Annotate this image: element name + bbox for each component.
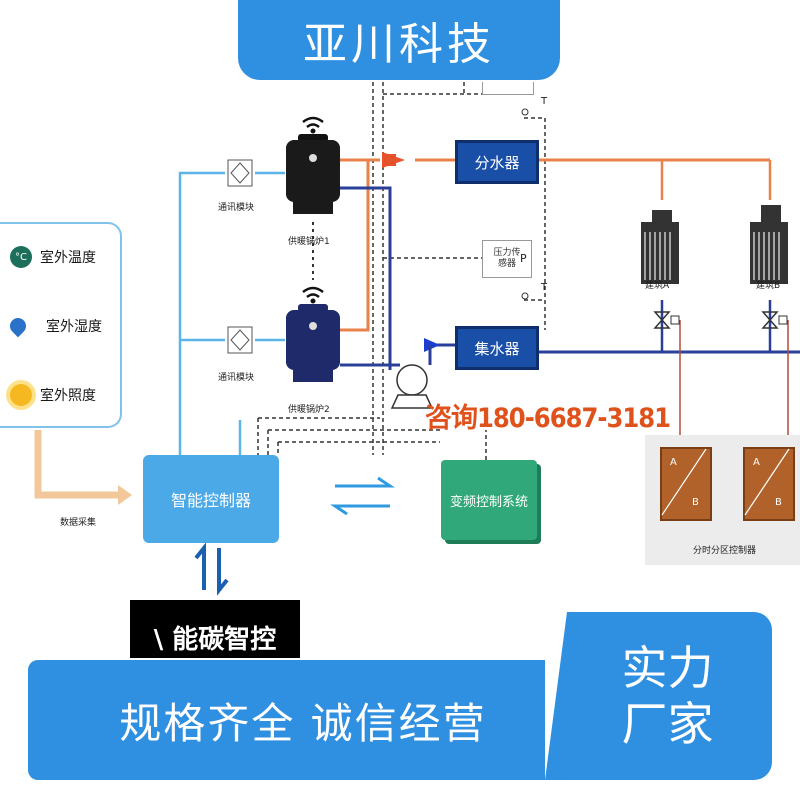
outdoor-sensor-panel: °C 室外温度 室外湿度 室外照度 xyxy=(0,222,122,428)
sensor-label: 室外温度 xyxy=(40,250,96,266)
brand-title: 亚川科技 xyxy=(303,19,495,70)
smart-controller-label: 智能控制器 xyxy=(170,491,251,510)
comm-module-icon xyxy=(227,159,253,187)
pressure-sensor-label: 压力传感器 xyxy=(493,248,521,269)
zone-divider-icon xyxy=(744,448,790,516)
building-b-label: 建筑B xyxy=(756,281,781,291)
supply-manifold-label: 分水器 xyxy=(474,153,520,172)
bidirectional-arrow xyxy=(194,542,206,590)
sensor-box-top xyxy=(482,82,534,95)
company-logo: \ 能碳智控 xyxy=(130,600,300,658)
building-a-label: 建筑A xyxy=(645,281,670,291)
return-manifold-label: 集水器 xyxy=(474,339,520,358)
valve-actuator-icon xyxy=(670,315,680,325)
smart-controller: 智能控制器 xyxy=(143,455,279,543)
slogan-right-line2: 厂家 xyxy=(621,697,714,751)
pressure-sensor-box: 压力传感器 xyxy=(482,240,532,278)
slogan-left-text: 规格齐全 诚信经营 xyxy=(119,698,487,748)
sun-icon xyxy=(10,384,32,406)
data-collection-label: 数据采集 xyxy=(60,518,97,528)
boiler-1-label: 供暖锅炉1 xyxy=(288,237,330,247)
sensor-row-humidity: 室外湿度 xyxy=(6,314,102,338)
vfd-control-system: 变频控制系统 xyxy=(441,460,537,540)
temp-sensor-icon xyxy=(521,292,529,300)
comm-module-2-label: 通讯模块 xyxy=(218,373,255,383)
building-b-icon xyxy=(750,205,788,284)
zone-controller-panel: A B A B 分时分区控制器 xyxy=(645,435,800,565)
slogan-banner-right: 实力 厂家 xyxy=(545,612,772,780)
zone-a-label: A xyxy=(753,457,760,468)
temp-symbol-return: T xyxy=(541,282,548,293)
temp-symbol-supply: T xyxy=(541,96,548,107)
pump-icon xyxy=(390,364,434,409)
valve-icon xyxy=(653,311,671,329)
signal-line xyxy=(178,171,225,455)
vfd-control-system-label: 变频控制系统 xyxy=(449,494,528,510)
comm-module-icon xyxy=(227,326,253,354)
bidirectional-arrow xyxy=(335,476,395,488)
boiler-2-icon xyxy=(286,286,340,382)
slogan-banner-left: 规格齐全 诚信经营 xyxy=(28,660,578,780)
sensor-row-temperature: °C 室外温度 xyxy=(10,246,96,268)
contact-phone: 咨询180-6687-3181 xyxy=(425,403,671,434)
flow-arrow-icon xyxy=(382,154,396,166)
sensor-label: 室外照度 xyxy=(40,388,96,404)
supply-pipe xyxy=(340,160,370,332)
zone-b-label: B xyxy=(692,497,699,508)
return-manifold: 集水器 xyxy=(455,326,539,370)
return-pipe xyxy=(340,186,392,370)
comm-module-1-label: 通讯模块 xyxy=(218,203,255,213)
boiler-1-icon xyxy=(286,116,340,214)
zone-box-2: A B xyxy=(743,447,795,521)
temp-sensor-icon xyxy=(521,108,529,116)
slogan-divider xyxy=(545,612,567,780)
boiler-2-label: 供暖锅炉2 xyxy=(288,405,330,415)
thermometer-icon: °C xyxy=(10,246,32,268)
sensor-row-illuminance: 室外照度 xyxy=(10,384,96,406)
data-collection-arrow xyxy=(34,430,118,499)
valve-icon xyxy=(761,311,779,329)
zone-controller-label: 分时分区控制器 xyxy=(693,546,757,556)
bidirectional-arrow xyxy=(217,548,229,596)
zone-b-label: B xyxy=(775,497,782,508)
valve-actuator-icon xyxy=(778,315,788,325)
data-collection-arrow-head xyxy=(118,485,132,505)
sensor-label: 室外湿度 xyxy=(46,319,102,335)
slogan-right-line1: 实力 xyxy=(621,641,714,695)
pressure-symbol: P xyxy=(520,252,527,265)
zone-divider-icon xyxy=(661,448,707,516)
building-a-icon xyxy=(641,210,679,284)
logo-text: \ 能碳智控 xyxy=(153,625,277,655)
humidity-drop-icon xyxy=(6,314,30,338)
supply-manifold: 分水器 xyxy=(455,140,539,184)
brand-banner: 亚川科技 xyxy=(238,0,560,80)
zone-a-label: A xyxy=(670,457,677,468)
flow-arrow-icon xyxy=(424,338,440,352)
bidirectional-arrow xyxy=(330,504,390,516)
zone-box-1: A B xyxy=(660,447,712,521)
